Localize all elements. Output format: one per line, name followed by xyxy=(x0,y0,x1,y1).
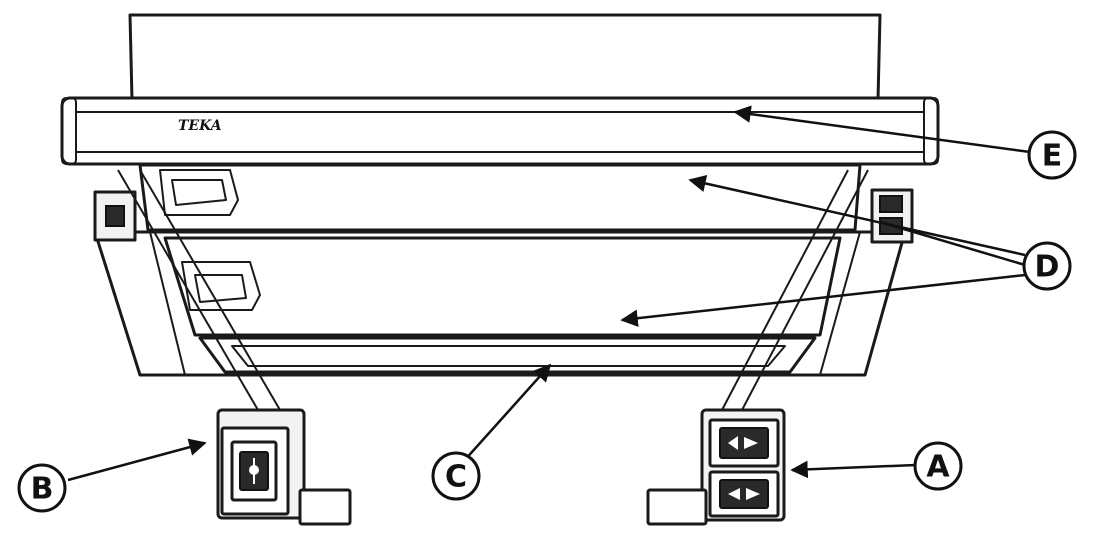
svg-text:D: D xyxy=(1035,250,1060,285)
control-module-b xyxy=(216,408,352,526)
lower-drawer xyxy=(163,236,842,337)
leader-lines xyxy=(67,105,1031,482)
svg-text:C: C xyxy=(445,460,467,495)
control-module-a xyxy=(646,408,786,526)
callout-a: A xyxy=(913,441,963,491)
fan-speed-up-icon[interactable] xyxy=(719,427,769,459)
front-trim-bar: TEKA xyxy=(60,96,940,166)
callout-e: E xyxy=(1027,130,1077,180)
fan-speed-down-icon[interactable] xyxy=(719,479,769,509)
right-side-housing xyxy=(870,188,914,244)
callout-d: D xyxy=(1022,241,1072,291)
upper-housing xyxy=(128,13,882,102)
left-side-housing xyxy=(93,190,137,242)
filter-strip xyxy=(198,336,817,374)
callout-c: C xyxy=(431,451,481,501)
svg-text:A: A xyxy=(926,450,950,485)
svg-text:B: B xyxy=(31,472,54,507)
callout-b: B xyxy=(17,463,67,513)
light-bulb-icon[interactable] xyxy=(239,451,269,491)
svg-text:E: E xyxy=(1042,139,1063,174)
upper-drawer xyxy=(138,163,862,232)
brand-logo: TEKA xyxy=(178,118,222,134)
